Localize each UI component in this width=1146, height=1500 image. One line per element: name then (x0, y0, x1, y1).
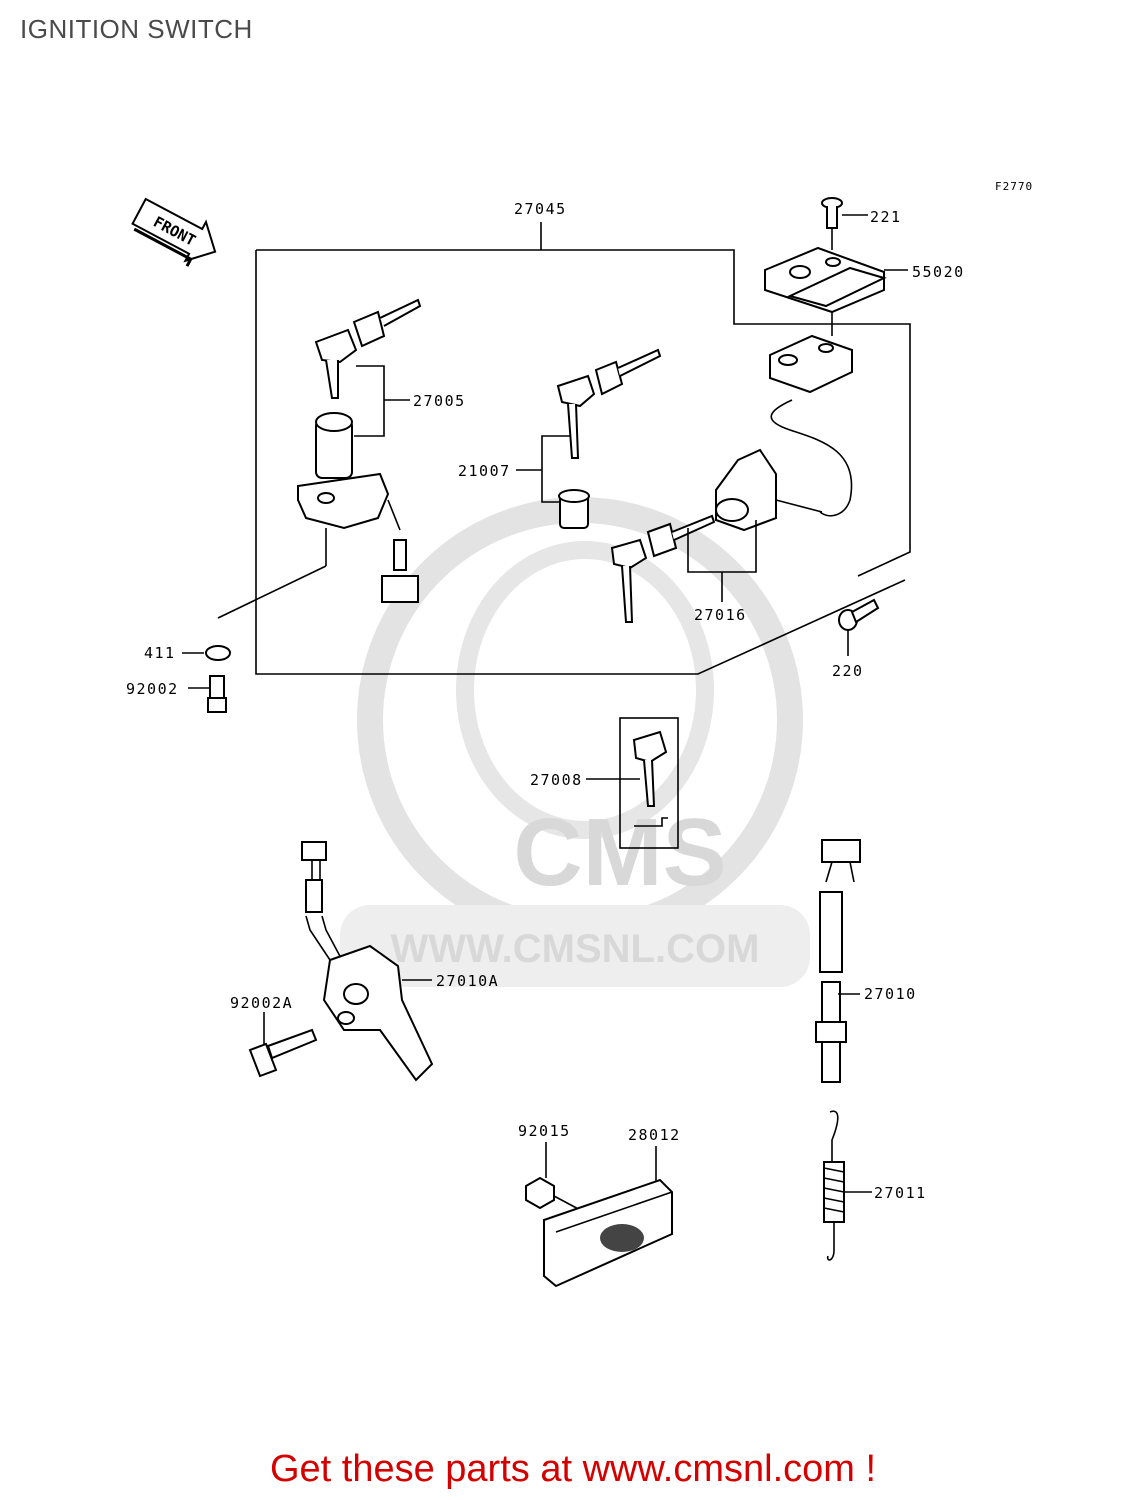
part-number-labels: 27045 221 55020 27005 21007 27016 411 92… (126, 200, 965, 1202)
bolt-92002A (248, 1012, 318, 1078)
key-blank-27008 (586, 717, 679, 849)
spring-27011 (823, 1110, 872, 1261)
kit-outline (255, 222, 911, 675)
label-220: 220 (832, 662, 864, 680)
bolt-92002 (188, 675, 227, 713)
key-set-21007 (516, 348, 662, 529)
label-27016: 27016 (694, 606, 747, 624)
cms-watermark: CMS WWW.CMSNL.COM (340, 497, 810, 987)
parts-diagram: CMS WWW.CMSNL.COM FRONT F2770 (126, 180, 1033, 1288)
bracket-55020 (764, 228, 908, 314)
label-28012 (543, 1146, 673, 1288)
seat-lock-27016 (610, 448, 823, 623)
label-55020: 55020 (912, 263, 965, 281)
label-21007: 21007 (458, 462, 511, 480)
cta-banner-link[interactable]: Get these parts at www.cmsnl.com ! (269, 1448, 877, 1490)
label-28012: 28012 (628, 1126, 681, 1144)
figure-id: F2770 (995, 180, 1033, 193)
switch-27010 (815, 839, 861, 1083)
washer-411 (182, 528, 327, 661)
label-27011: 27011 (874, 1184, 927, 1202)
label-411: 411 (144, 644, 176, 662)
label-27008: 27008 (530, 771, 583, 789)
page-title: IGNITION SWITCH (20, 14, 253, 44)
watermark-url: WWW.CMSNL.COM (391, 927, 760, 971)
label-27005: 27005 (413, 392, 466, 410)
label-92002: 92002 (126, 680, 179, 698)
switch-27010A (301, 841, 434, 1082)
ignition-switch-27005 (297, 298, 422, 603)
label-27045: 27045 (514, 200, 567, 218)
label-221: 221 (870, 208, 902, 226)
nut-92015 (525, 1142, 585, 1213)
lock-holder (769, 312, 853, 517)
screw-221 (821, 197, 868, 229)
screw-220 (838, 598, 880, 656)
front-arrow-icon: FRONT (131, 197, 217, 267)
label-92002A: 92002A (230, 994, 293, 1012)
label-92015: 92015 (518, 1122, 571, 1140)
label-27010: 27010 (864, 985, 917, 1003)
label-27010A: 27010A (436, 972, 499, 990)
